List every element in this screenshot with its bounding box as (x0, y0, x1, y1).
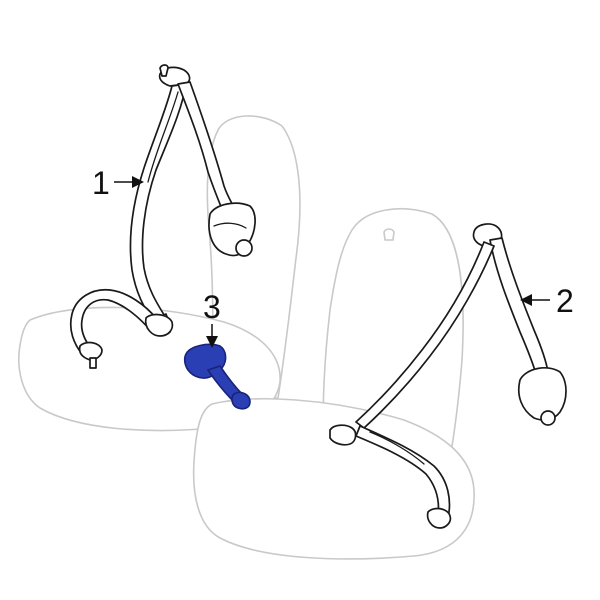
right-seat-headrest-pin (383, 228, 395, 241)
part-1-strap-stitch (147, 91, 179, 183)
callout-2: 2 (520, 283, 574, 319)
part-2-seat-belt (329, 223, 567, 529)
part-1-retractor-detail (213, 222, 247, 229)
callout-3-arrowhead (206, 336, 218, 348)
part-2-retractor-knob (540, 410, 556, 426)
part-2-retractor (517, 367, 567, 421)
right-seat (192, 208, 475, 560)
part-2-lap-stitch (369, 431, 425, 465)
part-1-lower-anchor-plate (144, 313, 174, 337)
part-1-seat-belt (69, 64, 256, 369)
callout-2-arrowhead (520, 294, 532, 306)
part-2-inner-anchor (329, 424, 357, 446)
callout-2-label: 2 (556, 283, 574, 319)
part-1-pillar-strap (129, 83, 187, 325)
part-2-pillar-strap (489, 237, 549, 375)
part-1-retractor-knob (235, 239, 253, 257)
callout-3-label: 3 (203, 289, 221, 325)
callout-3: 3 (203, 289, 221, 348)
part-2-floor-anchor (426, 507, 452, 529)
callout-1: 1 (92, 165, 144, 201)
part-1-floor-anchor (78, 341, 103, 361)
callout-1-label: 1 (92, 165, 110, 201)
part-1-anchor-bolt (159, 64, 169, 77)
part-1-floor-bolt (89, 357, 97, 369)
part-3-buckle-anchor (231, 391, 251, 410)
part-3-buckle (183, 343, 251, 410)
callout-1-arrowhead (132, 176, 144, 188)
